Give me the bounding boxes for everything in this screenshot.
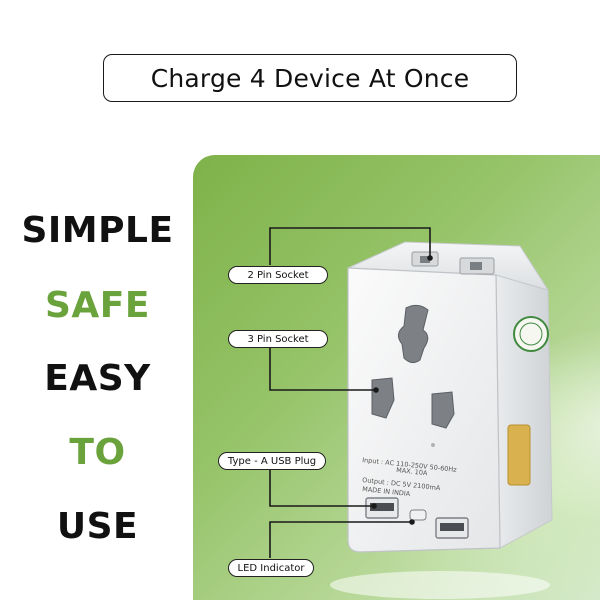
callout-2-pin-socket: 2 Pin Socket (228, 266, 328, 284)
title-text: Charge 4 Device At Once (150, 63, 470, 93)
word-use: USE (56, 506, 139, 547)
usb-port-left (365, 497, 399, 519)
title-banner: Charge 4 Device At Once (103, 54, 517, 102)
adapter-front-face (347, 267, 501, 553)
word-safe: SAFE (45, 285, 150, 326)
word-easy: EASY (44, 358, 151, 399)
spec-line-2: MAX. 10A (396, 466, 429, 477)
reflection-shadow (330, 571, 550, 599)
side-tag (507, 424, 531, 486)
callout-lines (269, 227, 433, 558)
two-pin-socket-top (411, 251, 495, 275)
certification-sticker (513, 316, 549, 352)
adapter-side-face (495, 274, 553, 549)
word-to: TO (69, 432, 126, 473)
callout-usb-plug: Type - A USB Plug (218, 452, 326, 470)
usb-port-right (435, 517, 469, 539)
led-indicator-light (409, 509, 427, 521)
callout-led-indicator: LED Indicator (228, 559, 314, 577)
callout-3-pin-socket: 3 Pin Socket (228, 330, 328, 348)
word-simple: SIMPLE (21, 210, 174, 251)
